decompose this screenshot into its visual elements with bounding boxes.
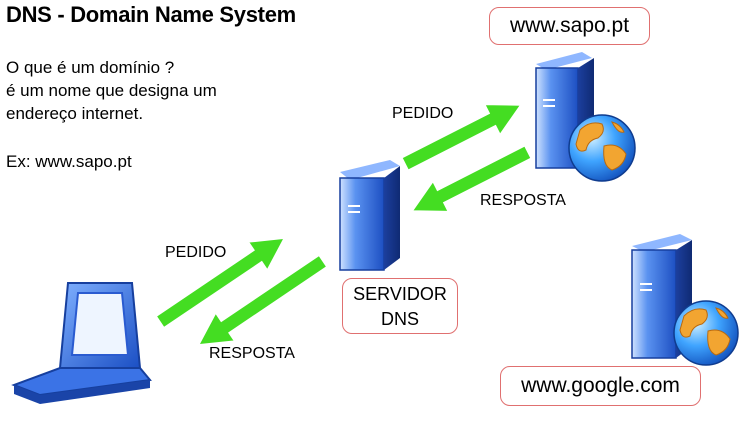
dns-label-box: SERVIDOR DNS (342, 278, 458, 334)
arrow-client-response (197, 254, 328, 346)
arrow-server-request (400, 103, 523, 172)
label-server-request: PEDIDO (392, 105, 454, 122)
intro-question: O que é um domínio ? (6, 58, 175, 77)
label-client-request: PEDIDO (165, 244, 227, 261)
page-title: DNS - Domain Name System (6, 2, 296, 27)
laptop-icon (11, 282, 152, 404)
intro-example: Ex: www.sapo.pt (6, 152, 132, 171)
intro-answer-line1: é um nome que designa um (6, 81, 217, 100)
sapo-label-box: www.sapo.pt (489, 7, 650, 45)
google-label: www.google.com (521, 374, 680, 397)
label-client-response: RESPOSTA (209, 345, 295, 362)
label-server-response: RESPOSTA (480, 192, 566, 209)
arrow-client-request (155, 237, 286, 329)
sapo-label: www.sapo.pt (509, 14, 630, 37)
globe-icon (673, 300, 739, 366)
arrow-server-response (410, 144, 533, 213)
server-icon (631, 234, 692, 359)
google-label-box: www.google.com (500, 366, 701, 406)
server-icon (339, 160, 400, 271)
dns-label-line1: SERVIDOR (353, 284, 447, 304)
globe-icon (568, 114, 636, 182)
intro-answer-line2: endereço internet. (6, 104, 144, 123)
dns-label-line2: DNS (380, 309, 419, 329)
